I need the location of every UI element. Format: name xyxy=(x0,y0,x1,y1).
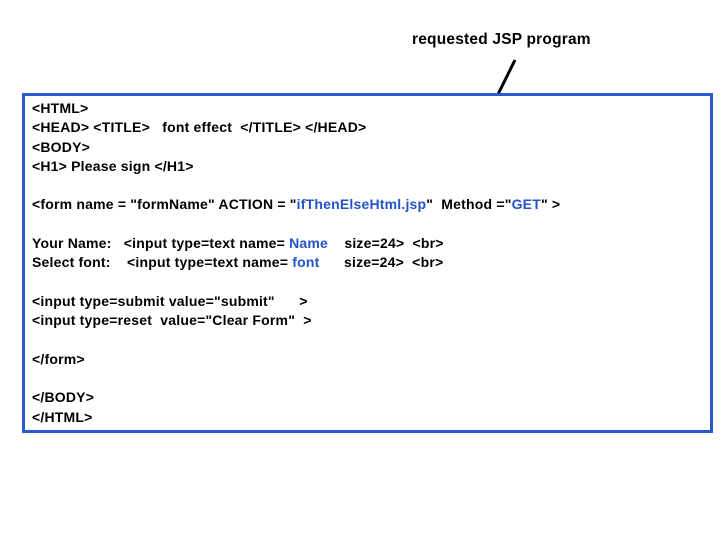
code-line: </BODY> xyxy=(32,388,704,407)
code-text: <input type=submit value="submit" > xyxy=(32,292,308,309)
code-text: <HTML> xyxy=(32,100,89,116)
code-text: <HEAD> <TITLE> font effect </TITLE> </HE… xyxy=(32,119,367,136)
code-text: " > xyxy=(540,196,561,213)
code-line xyxy=(32,369,704,388)
code-line: Select font: <input type=text name= font… xyxy=(32,253,704,272)
code-text: </form> xyxy=(32,350,85,367)
code-highlight: GET xyxy=(511,196,541,213)
code-line: </form> xyxy=(32,350,704,369)
code-text: Your Name: <input type=text name= xyxy=(32,235,290,252)
code-text: </HTML> xyxy=(32,408,93,425)
code-text: " Method =" xyxy=(426,196,512,213)
code-line: <HEAD> <TITLE> font effect </TITLE> </HE… xyxy=(32,118,704,137)
code-line: <BODY> xyxy=(32,138,704,157)
code-line: <HTML> xyxy=(32,99,704,118)
code-line xyxy=(32,215,704,234)
code-line xyxy=(32,273,704,292)
code-box: <HTML> <HEAD> <TITLE> font effect </TITLE… xyxy=(22,93,713,433)
code-line: <form name = "formName" ACTION = "ifThen… xyxy=(32,195,704,214)
code-highlight: font xyxy=(292,254,320,271)
code-line: <input type=reset value="Clear Form" > xyxy=(32,311,704,330)
code-line: Your Name: <input type=text name= Name s… xyxy=(32,234,704,253)
code-text: <input type=reset value="Clear Form" > xyxy=(32,312,312,329)
code-highlight: ifThenElseHtml.jsp xyxy=(296,196,427,213)
code-text: <H1> Please sign </H1> xyxy=(32,157,194,174)
code-line: <H1> Please sign </H1> xyxy=(32,157,704,176)
code-text: Select font: <input type=text name= xyxy=(32,254,293,271)
code-text: size=24> <br> xyxy=(319,254,444,271)
code-line xyxy=(32,176,704,195)
code-line: </HTML> xyxy=(32,408,704,427)
code-line: <input type=submit value="submit" > xyxy=(32,292,704,311)
code-line xyxy=(32,331,704,350)
code-text: <form name = "formName" ACTION = " xyxy=(32,196,297,213)
code-highlight: Name xyxy=(289,235,328,252)
code-text: size=24> <br> xyxy=(328,235,444,252)
code-text: <BODY> xyxy=(32,138,90,155)
code-text: </BODY> xyxy=(32,389,95,406)
slide-title: requested JSP program xyxy=(412,31,591,48)
